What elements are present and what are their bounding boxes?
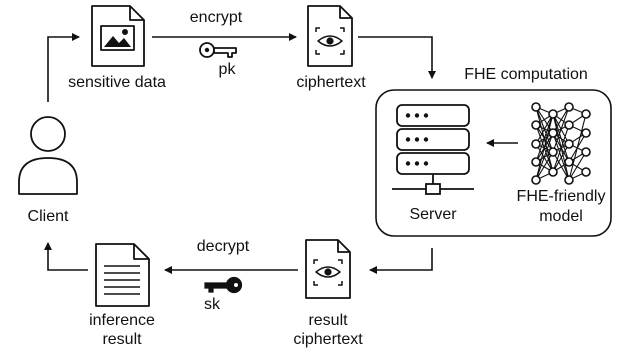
public-key-icon [199, 42, 237, 58]
model-label-line1: FHE-friendly [516, 188, 606, 205]
server-icon [392, 104, 474, 195]
arrow-to-client [44, 242, 88, 271]
pk-label: pk [218, 61, 236, 78]
inference-result-line2: result [102, 331, 142, 348]
sk-label: sk [204, 296, 220, 313]
model-label-line2: model [539, 208, 583, 225]
ciphertext-label: ciphertext [296, 74, 366, 91]
inference-result-line1: inference [89, 312, 155, 329]
encrypt-label: encrypt [189, 9, 243, 26]
client-label: Client [27, 208, 69, 225]
text-document-icon [95, 243, 150, 307]
arrow-to-fhe [358, 36, 436, 79]
fhe-computation-box [375, 89, 612, 237]
flow-arrows [44, 33, 518, 274]
encrypted-document-icon [307, 5, 353, 67]
result-ciphertext-line2: ciphertext [293, 331, 363, 348]
arrow-client-to-data [47, 33, 80, 102]
neural-network-icon [531, 102, 591, 185]
result-encrypted-document-icon [305, 239, 351, 299]
result-ciphertext-line1: result [308, 312, 348, 329]
secret-key-icon [204, 276, 243, 294]
decrypt-label: decrypt [196, 238, 250, 255]
server-label: Server [409, 206, 457, 223]
fhe-computation-label: FHE computation [464, 66, 588, 83]
sensitive-data-label: sensitive data [68, 74, 166, 91]
image-document-icon [91, 5, 145, 67]
user-icon [18, 116, 78, 195]
arrow-fhe-to-result [369, 248, 433, 274]
